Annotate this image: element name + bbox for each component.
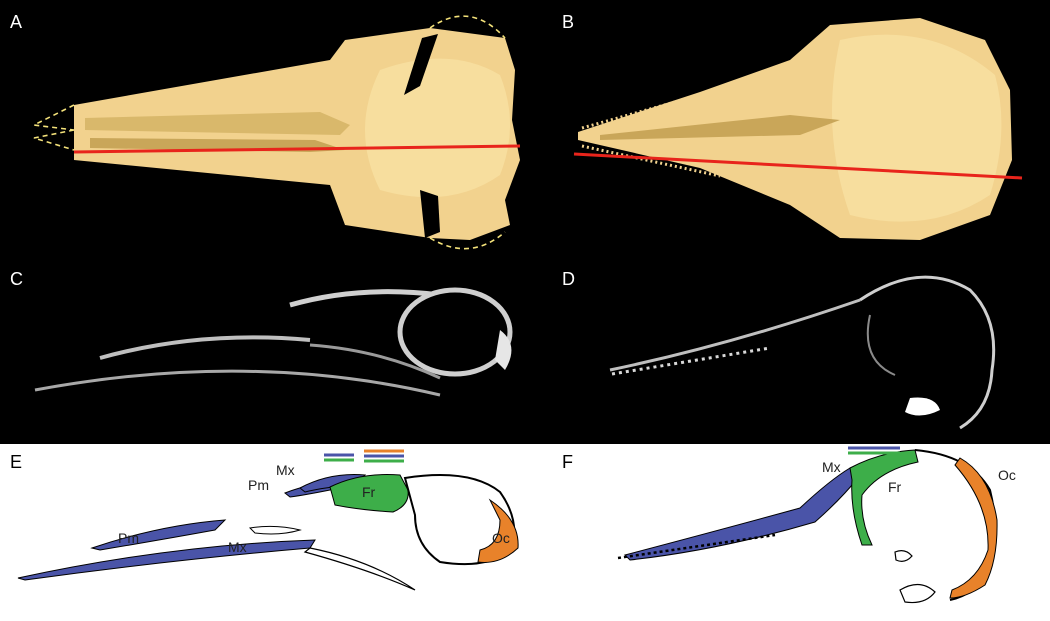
skull-b-groove: [600, 115, 840, 140]
skull-b-teeth: [581, 93, 721, 178]
panel-f: F Mx Fr Oc: [562, 446, 1016, 604]
reference-line-a: [73, 144, 521, 154]
ct-c-upper-rostrum: [99, 335, 311, 360]
panel-e: E Pm Mx Pm Mx Fr Oc: [10, 449, 519, 591]
skull-b-cranium: [832, 34, 1002, 222]
panel-b: B: [562, 12, 1023, 240]
bone-f-teeth: [617, 533, 776, 560]
ct-d-inner: [866, 314, 896, 376]
bone-e-jaw: [303, 547, 416, 591]
panel-label-d: D: [562, 269, 575, 289]
ct-c-lower-rostrum: [34, 369, 441, 397]
bone-e-oc: [477, 498, 519, 563]
bone-e-pm-lower: [90, 519, 227, 551]
bone-e-small: [248, 525, 302, 535]
skull-a-notch-top: [404, 34, 438, 95]
label-e-fr: Fr: [362, 484, 376, 500]
ct-c-upper-skull: [289, 289, 441, 308]
restored-tip-outline: [31, 104, 75, 151]
panel-label-f: F: [562, 452, 573, 472]
label-e-pm-lower: Pm: [118, 530, 139, 546]
panel-label-a: A: [10, 12, 22, 32]
panel-a: A: [10, 12, 521, 250]
bone-e-mx-lower: [17, 539, 316, 581]
ct-d-braincase: [859, 275, 996, 430]
label-e-mx-lower: Mx: [228, 539, 247, 555]
panel-d: D: [562, 269, 996, 430]
ct-c-braincase: [397, 287, 513, 377]
panel-c: C: [10, 269, 513, 397]
ct-d-earbone: [905, 397, 940, 416]
reference-line-b: [573, 152, 1023, 180]
panel-label-b: B: [562, 12, 574, 32]
panel-label-e: E: [10, 452, 22, 472]
ct-d-teeth: [611, 346, 771, 376]
label-e-oc: Oc: [492, 530, 510, 546]
panel-label-c: C: [10, 269, 23, 289]
skull-a-notch-bottom: [420, 190, 440, 238]
skull-a-cranium: [365, 58, 510, 198]
label-f-fr: Fr: [888, 479, 902, 495]
ct-d-rostrum: [609, 298, 861, 372]
bone-f-small: [894, 550, 913, 562]
ct-c-lower-skull: [309, 343, 441, 380]
bone-f-oc: [949, 457, 998, 599]
restored-outline-top: [429, 15, 506, 39]
label-e-mx-upper: Mx: [276, 462, 295, 478]
restored-outline-bottom: [429, 231, 506, 250]
label-f-mx: Mx: [822, 459, 841, 475]
label-e-pm-upper: Pm: [248, 477, 269, 493]
skull-a-groove: [85, 112, 350, 135]
label-f-oc: Oc: [998, 467, 1016, 483]
bone-e-fr: [329, 474, 409, 513]
ct-c-occipital: [495, 330, 512, 370]
bone-f-ear: [899, 583, 936, 604]
